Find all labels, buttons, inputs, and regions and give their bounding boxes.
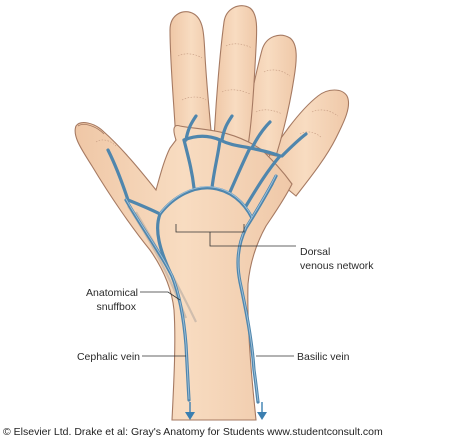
copyright-notice: © Elsevier Ltd. Drake et al: Gray's Anat… [3,426,383,438]
thumb-tip [77,124,105,135]
snuffbox-leader [140,291,181,301]
hand-illustration [74,5,350,421]
dorsal-veins [106,114,308,404]
leader-lines [140,224,296,357]
cephalic-vein-label: Cephalic vein [77,351,140,363]
dorsal-label-line1: Dorsal [300,246,330,258]
knuckle-creases [95,43,339,147]
middle-finger [213,5,258,147]
flow-arrows [185,402,267,420]
index-finger [169,11,213,143]
little-finger [261,89,350,197]
dorsal-network-bracket [175,224,296,247]
snuffbox-label-line2: snuffbox [96,301,136,313]
basilic-vein-label: Basilic vein [297,351,350,363]
cephalic-arrow [185,402,195,420]
hand-dorsum-and-forearm [74,122,293,421]
labels: Dorsal venous network Anatomical snuffbo… [77,246,374,363]
snuffbox-label-line1: Anatomical [86,287,138,299]
basilic-arrow [257,402,267,420]
dorsal-label-line2: venous network [300,260,374,272]
